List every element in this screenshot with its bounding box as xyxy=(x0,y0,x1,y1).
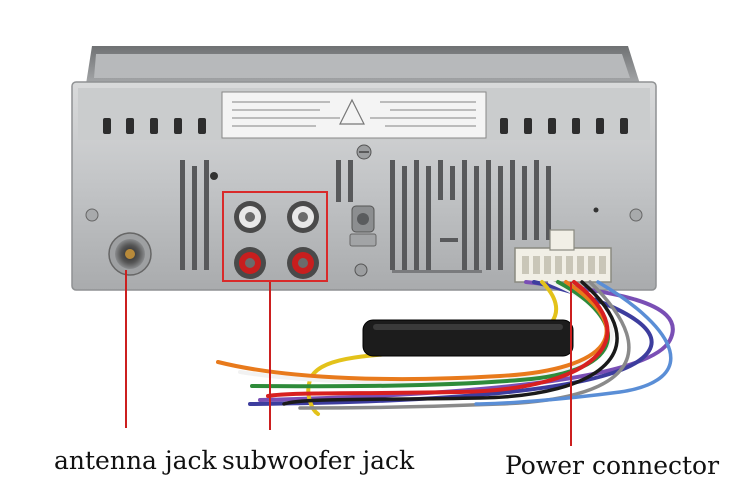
subwoofer-jack-label: subwoofer jack xyxy=(222,446,415,475)
power-connector-icon xyxy=(514,229,612,283)
power-connector-label: Power connector xyxy=(505,451,720,480)
rca-jack-icon xyxy=(234,201,319,279)
screw-icons xyxy=(85,144,643,277)
leader-lines xyxy=(125,270,572,446)
chassis-top xyxy=(86,46,640,84)
antenna-jack-label: antenna jack xyxy=(54,446,217,475)
spec-sticker xyxy=(221,91,487,139)
wire-harness-icon xyxy=(216,280,675,416)
subwoofer-highlight-box xyxy=(222,191,328,282)
mounting-bolt-icon xyxy=(349,205,377,247)
antenna-socket-icon xyxy=(108,232,152,276)
heat-sink-fins xyxy=(180,160,551,273)
